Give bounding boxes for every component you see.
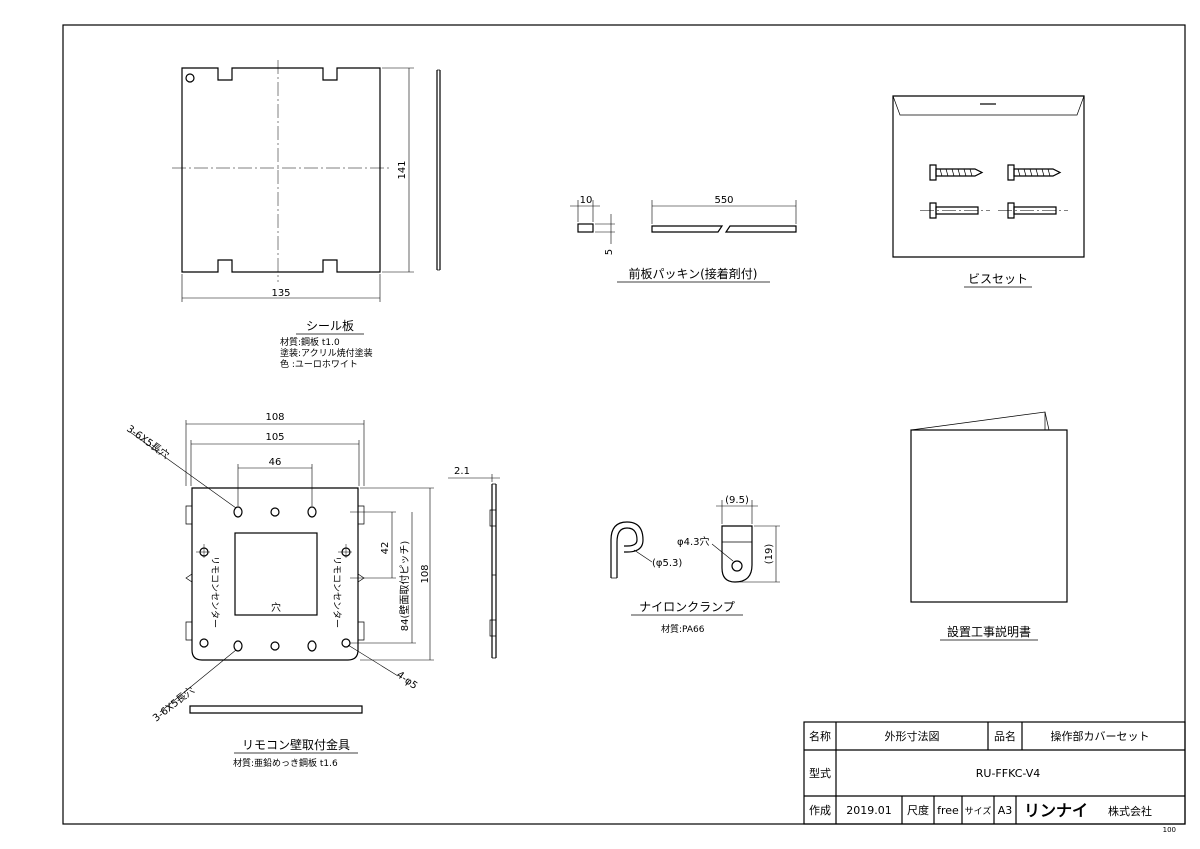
tb-maker-logo: リンナイ bbox=[1024, 801, 1088, 820]
tb-made-value: 2019.01 bbox=[846, 804, 892, 817]
tb-name-label: 名称 bbox=[809, 729, 831, 743]
clamp-dim-19: (19) bbox=[764, 544, 775, 565]
bracket-thick-dim: 2.1 bbox=[454, 466, 470, 477]
seal-color: 色 :ユーロホワイト bbox=[280, 358, 358, 370]
seal-plate-drawing: 135 141 シール板 材質:鋼板 t1.0 塗装:アクリル焼付塗装 色 :ユ… bbox=[172, 60, 441, 370]
front-packing-title: 前板パッキン(接着剤付) bbox=[628, 266, 757, 281]
manual-title: 設置工事説明書 bbox=[947, 624, 1031, 639]
screw-set-title: ビスセット bbox=[968, 272, 1028, 286]
tb-name-value: 外形寸法図 bbox=[885, 729, 940, 743]
remocon-center-right: リモコンセンター bbox=[331, 556, 342, 628]
bracket-pitch-84: 84(壁面取付ピッチ) bbox=[398, 541, 411, 632]
bracket-dim-42: 42 bbox=[380, 542, 391, 555]
front-packing-drawing: 10 5 550 前板パッキン(接着剤付) bbox=[570, 195, 797, 283]
tb-made-label: 作成 bbox=[809, 804, 831, 817]
manual-drawing: 設置工事説明書 bbox=[910, 411, 1068, 641]
tb-size-label: サイズ bbox=[965, 805, 992, 817]
screw-set-drawing: ビスセット bbox=[892, 95, 1085, 288]
bracket-title: リモコン壁取付金具 bbox=[242, 737, 350, 752]
clamp-dim-95: (9.5) bbox=[725, 495, 749, 506]
tb-size-value: A3 bbox=[998, 804, 1013, 817]
bracket-pitch-46: 46 bbox=[269, 457, 282, 468]
bracket-drawing: リモコンセンター リモコンセンター 穴 108 105 46 42 84(壁面取… bbox=[124, 412, 500, 769]
nylon-clamp-drawing: (φ5.3) (9.5) (19) φ4.3穴 ナイロンクランプ 材質:PA66 bbox=[610, 495, 780, 635]
nylon-clamp-title: ナイロンクランプ bbox=[639, 600, 735, 614]
corner-number: 100 bbox=[1163, 826, 1176, 834]
bracket-material: 材質:亜鉛めっき鋼板 t1.6 bbox=[233, 757, 338, 769]
seal-material: 材質:鋼板 t1.0 bbox=[280, 336, 340, 348]
slot-label-bottom: 3-6X5長穴 bbox=[150, 684, 197, 725]
remocon-center-left: リモコンセンター bbox=[209, 556, 220, 628]
bracket-hole-label: 穴 bbox=[271, 601, 281, 614]
tb-model-label: 型式 bbox=[809, 766, 831, 780]
tb-company: 株式会社 bbox=[1108, 804, 1152, 818]
packing-thick-dim: 5 bbox=[604, 249, 615, 255]
tb-product-label: 品名 bbox=[994, 729, 1016, 743]
tb-scale-value: free bbox=[937, 804, 959, 817]
seal-plate-title: シール板 bbox=[306, 319, 354, 333]
bracket-width-105: 105 bbox=[265, 432, 284, 443]
bracket-width-108: 108 bbox=[265, 412, 284, 423]
seal-coating: 塗装:アクリル焼付塗装 bbox=[280, 347, 373, 359]
holes-label: 4-φ5 bbox=[394, 670, 419, 692]
tb-scale-label: 尺度 bbox=[907, 803, 929, 817]
clamp-dim-53: (φ5.3) bbox=[652, 558, 682, 569]
tb-product-value: 操作部カバーセット bbox=[1051, 729, 1150, 743]
clamp-dim-43: φ4.3穴 bbox=[677, 535, 710, 548]
seal-width-dim: 135 bbox=[271, 288, 290, 299]
packing-width-dim: 10 bbox=[580, 195, 593, 206]
packing-length-dim: 550 bbox=[714, 195, 733, 206]
seal-height-dim: 141 bbox=[397, 160, 408, 179]
slot-label-top: 3-6X5長穴 bbox=[124, 422, 172, 462]
sheet-border bbox=[62, 24, 1186, 825]
tb-model-value: RU-FFKC-V4 bbox=[976, 767, 1040, 780]
clamp-material: 材質:PA66 bbox=[661, 623, 705, 635]
title-block: 名称 外形寸法図 品名 操作部カバーセット 型式 RU-FFKC-V4 作成 2… bbox=[803, 721, 1186, 825]
bracket-height-108: 108 bbox=[420, 564, 431, 583]
